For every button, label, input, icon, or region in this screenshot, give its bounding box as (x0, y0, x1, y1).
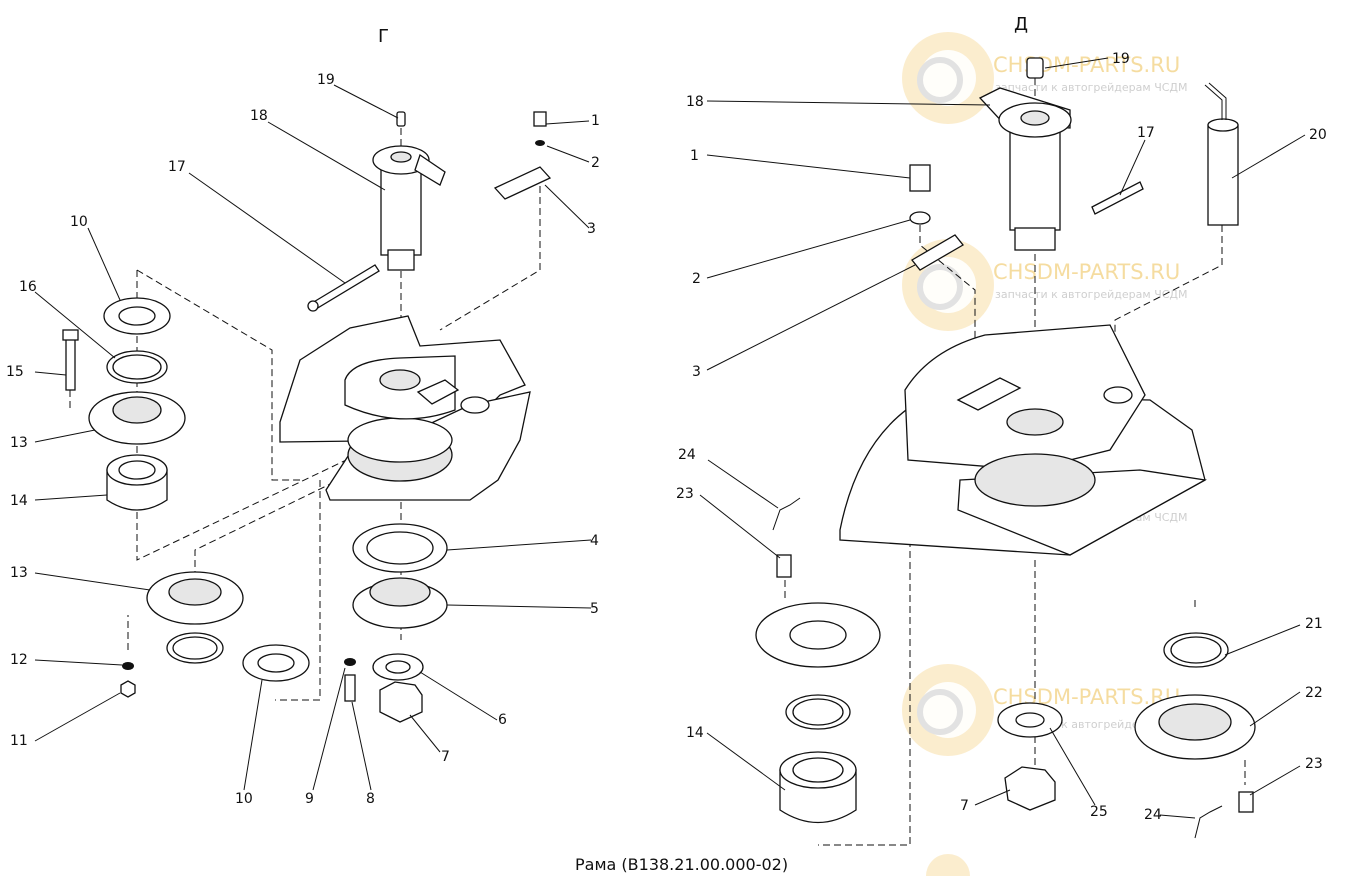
part-23-bolt (776, 554, 792, 578)
part-12-washer (122, 662, 134, 670)
leader-lines (34, 57, 1306, 819)
part-18-pin (372, 145, 446, 271)
callout-label: 24 (678, 447, 696, 463)
watermark-subtitle: запчасти к автогрейдерам ЧСДМ (995, 81, 1188, 94)
part-17-cotter-pin (311, 264, 380, 310)
callout-label: 2 (591, 155, 600, 171)
watermark-brand: CHSDM-PARTS.RU (993, 53, 1180, 77)
watermark-logo-icon (926, 854, 970, 876)
callout-label: 8 (366, 791, 375, 807)
part-19-grease-nipple (1026, 57, 1044, 79)
view-title-left: Г (378, 26, 389, 47)
watermark-subtitle: запчасти к автогрейдерам ЧСДМ (995, 288, 1188, 301)
callout-label: 18 (250, 108, 268, 124)
part-1-bolt (533, 111, 547, 127)
part-7-castle-nut (379, 681, 423, 723)
watermark-brand: CHSDM-PARTS.RU (993, 260, 1180, 284)
callout-label: 12 (10, 652, 28, 668)
part-15-bolt (65, 337, 76, 391)
part-9-washer (344, 658, 356, 666)
callout-label: 10 (70, 214, 88, 230)
callout-label: 24 (1144, 807, 1162, 823)
callout-label: 25 (1090, 804, 1108, 820)
callout-label: 2 (692, 271, 701, 287)
callout-label: 19 (1112, 51, 1130, 67)
part-3-plate (493, 166, 552, 200)
callout-label: 9 (305, 791, 314, 807)
callout-label: 17 (1137, 125, 1155, 141)
callouts-right: 19 18 1 2 3 17 20 24 23 14 21 22 23 7 25… (676, 51, 1327, 823)
callout-label: 22 (1305, 685, 1323, 701)
part-17-cotter-pin (1091, 181, 1144, 215)
callout-label: 7 (441, 749, 450, 765)
callout-label: 19 (317, 72, 335, 88)
part-23-bolt (1238, 791, 1254, 813)
callout-label: 3 (692, 364, 701, 380)
part-8-bolt (344, 674, 356, 702)
callout-label: 1 (591, 113, 600, 129)
callout-label: 7 (960, 798, 969, 814)
diagram-caption: Рама (В138.21.00.000-02) (575, 855, 788, 874)
part-2-washer (909, 211, 931, 225)
part-18-pin (978, 87, 1072, 251)
part-7-castle-nut (1004, 766, 1056, 811)
watermark-logo-icon (902, 32, 994, 124)
callout-label: 14 (10, 493, 28, 509)
callout-label: 23 (1305, 756, 1323, 772)
part-24-spring-clip (772, 497, 801, 531)
part-3-plate (911, 234, 964, 271)
callout-label: 16 (19, 279, 37, 295)
part-19-grease-nipple (396, 111, 406, 127)
callout-label: 20 (1309, 127, 1327, 143)
callout-label: 14 (686, 725, 704, 741)
part-20-grease-cylinder (1204, 82, 1239, 226)
callout-label: 5 (590, 601, 599, 617)
part-1-bolt (909, 164, 931, 192)
callout-label: 23 (676, 486, 694, 502)
callout-label: 21 (1305, 616, 1323, 632)
callout-label: 11 (10, 733, 28, 749)
part-24-spring-clip (1194, 805, 1223, 839)
watermark-logo-icon (902, 664, 994, 756)
frame-plate-upper-right (904, 324, 1146, 471)
callout-label: 13 (10, 435, 28, 451)
callout-label: 6 (498, 712, 507, 728)
callout-label: 3 (587, 221, 596, 237)
callout-label: 4 (590, 533, 599, 549)
part-11-nut (120, 680, 136, 698)
part-2-washer (535, 140, 545, 146)
assembly-left (62, 111, 552, 723)
callout-label: 1 (690, 148, 699, 164)
callout-label: 15 (6, 364, 24, 380)
callout-label: 17 (168, 159, 186, 175)
view-title-right: Д (1014, 14, 1028, 35)
callout-label: 13 (10, 565, 28, 581)
callouts-left: 19 18 17 1 2 3 10 16 15 13 14 4 5 13 12 … (6, 72, 600, 807)
assembly-right (755, 57, 1256, 846)
callout-label: 18 (686, 94, 704, 110)
callout-label: 10 (235, 791, 253, 807)
